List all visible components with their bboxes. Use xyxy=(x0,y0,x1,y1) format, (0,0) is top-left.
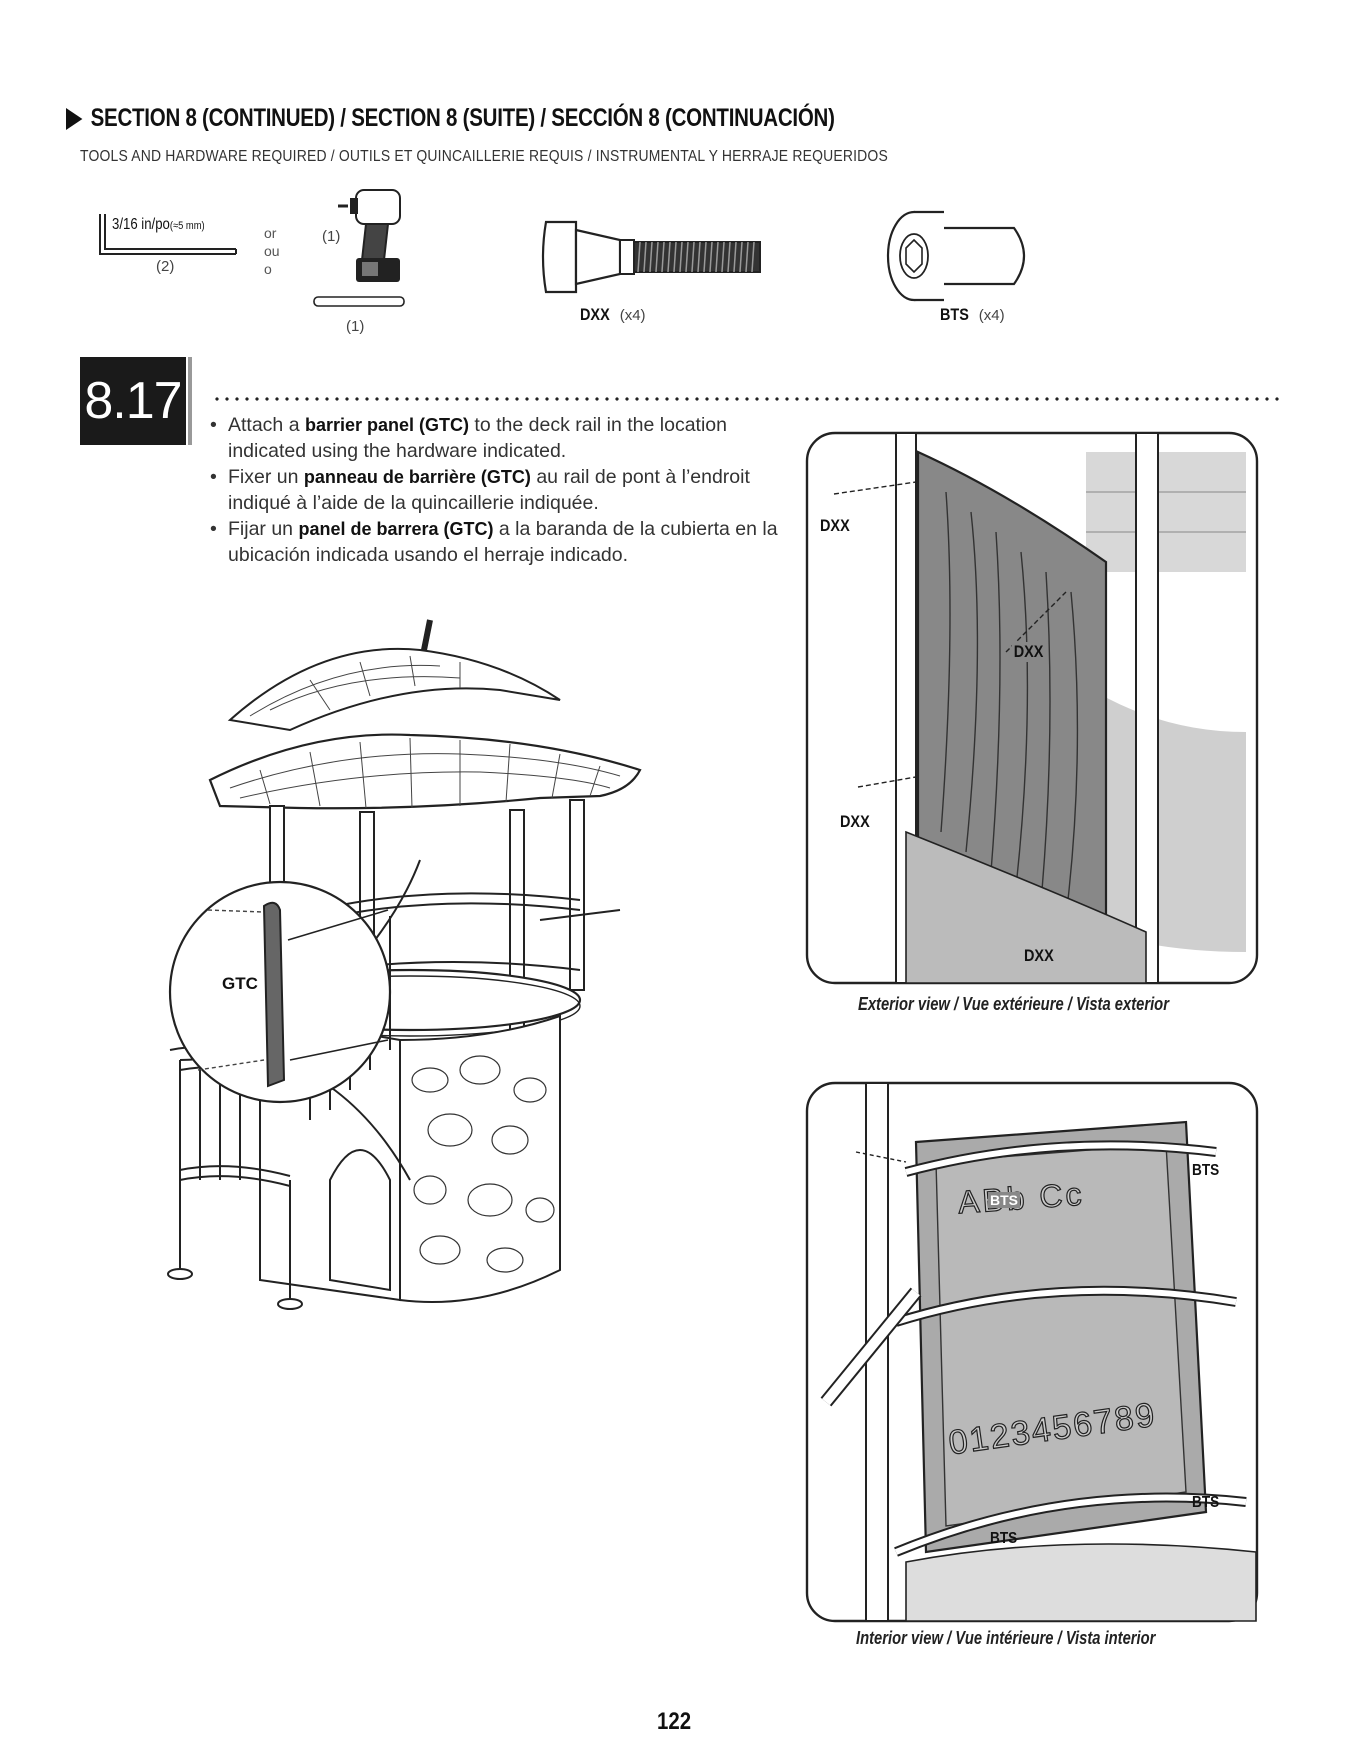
instruction-en: Attach a barrier panel (GTC) to the deck… xyxy=(210,412,800,464)
dxx-label: DXX (x4) xyxy=(580,305,646,325)
interior-view-illustration xyxy=(805,1081,1259,1623)
interior-callout-bts-4: BTS xyxy=(990,1530,1018,1547)
step-number-badge: 8.17 xyxy=(80,357,192,445)
power-drill-icon xyxy=(338,189,401,282)
hex-key-qty: (2) xyxy=(156,258,175,275)
bts-qty: (x4) xyxy=(978,307,1005,324)
dotted-divider xyxy=(212,396,1280,402)
dxx-code: DXX xyxy=(580,305,610,324)
dxx-bolt-icon xyxy=(541,220,761,294)
interior-callout-bts-1: BTS xyxy=(988,1192,1020,1208)
exterior-view-illustration xyxy=(805,431,1259,985)
exterior-callout-dxx-2: DXX xyxy=(1012,642,1046,662)
gtc-detail-circle xyxy=(168,880,392,1104)
interior-callout-bts-3: BTS xyxy=(1192,1494,1220,1511)
hex-key-size: 3/16 in/po xyxy=(112,216,170,233)
exterior-callout-dxx-3: DXX xyxy=(840,812,870,831)
exterior-callout-dxx-1: DXX xyxy=(820,516,850,535)
page-number: 122 xyxy=(657,1708,692,1735)
drill-qty: (1) xyxy=(322,228,341,245)
or-en: or xyxy=(264,225,277,241)
step-instructions: Attach a barrier panel (GTC) to the deck… xyxy=(210,412,800,568)
hex-key-tool: 3/16 in/po(≈5 mm) (2) xyxy=(96,210,246,280)
hex-key-icon xyxy=(99,214,237,255)
or-labels: or ou o xyxy=(264,224,280,278)
interior-view-caption: Interior view / Vue intérieure / Vista i… xyxy=(856,1628,1156,1648)
interior-callout-bts-2: BTS xyxy=(1192,1162,1220,1179)
hex-key-metric: (≈5 mm) xyxy=(169,220,205,232)
exterior-view-caption: Exterior view / Vue extérieure / Vista e… xyxy=(858,994,1169,1014)
bts-label: BTS (x4) xyxy=(940,305,1005,325)
or-es: o xyxy=(264,261,272,277)
instruction-es: Fijar un panel de barrera (GTC) a la bar… xyxy=(210,516,800,568)
tools-hardware-heading: TOOLS AND HARDWARE REQUIRED / OUTILS ET … xyxy=(80,148,888,165)
instruction-fr: Fixer un panneau de barrière (GTC) au ra… xyxy=(210,464,800,516)
dxx-qty: (x4) xyxy=(619,307,646,324)
drill-bit-qty: (1) xyxy=(346,318,365,335)
exterior-callout-dxx-4: DXX xyxy=(1024,946,1054,965)
bts-code: BTS xyxy=(940,305,969,324)
or-fr: ou xyxy=(264,243,280,259)
section-title-text: SECTION 8 (CONTINUED) / SECTION 8 (SUITE… xyxy=(90,104,835,132)
section-title: SECTION 8 (CONTINUED) / SECTION 8 (SUITE… xyxy=(66,104,835,133)
triangle-bullet-icon xyxy=(66,107,83,130)
drill-bit-icon xyxy=(313,296,405,307)
bts-barrel-nut-icon xyxy=(886,210,1025,302)
gtc-callout: GTC xyxy=(222,974,258,993)
